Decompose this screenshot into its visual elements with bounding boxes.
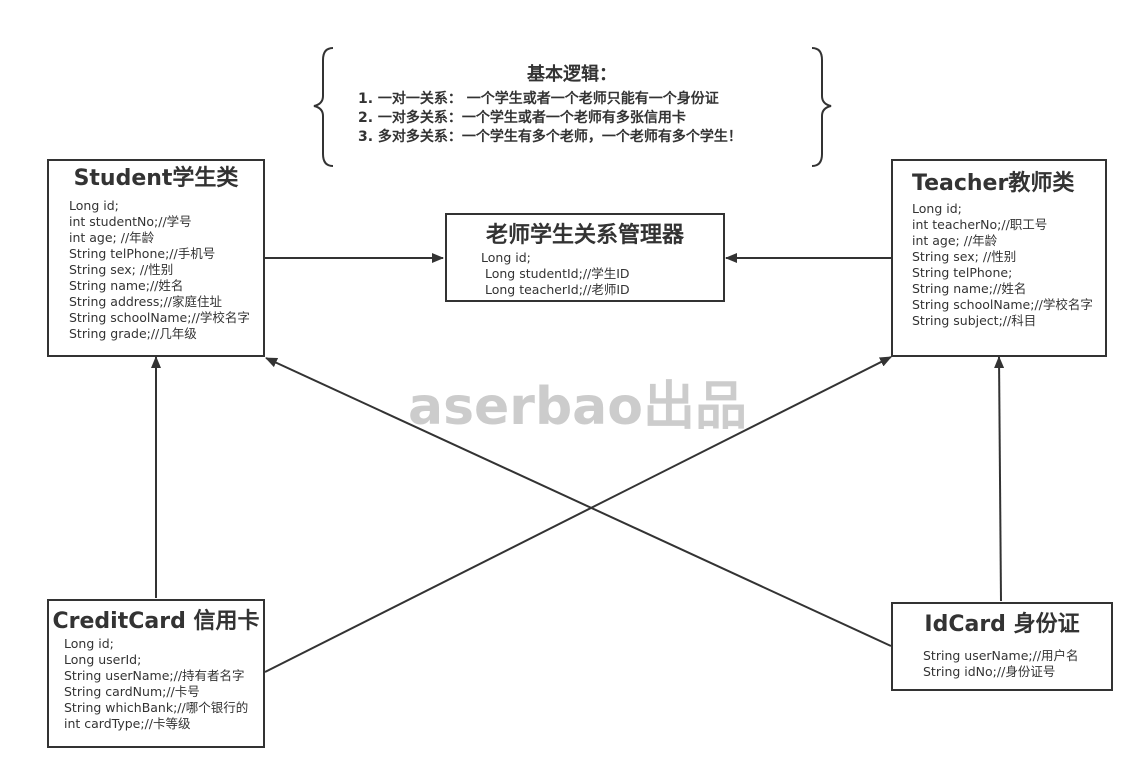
teacher-class-title: Teacher教师类 (912, 171, 1075, 196)
idcard-class-title: IdCard 身份证 (924, 612, 1080, 637)
logic-items: 1. 一对一关系： 一个学生或者一个老师只能有一个身份证 2. 一对多关系：一个学… (358, 90, 742, 147)
student-class-title: Student学生类 (73, 166, 239, 191)
student-class-fields: Long id; int studentNo;//学号 int age; //年… (69, 198, 250, 341)
creditcard-class-box[interactable]: CreditCard 信用卡 Long id; Long userId; Str… (47, 599, 265, 748)
logic-note: 基本逻辑： 1. 一对一关系： 一个学生或者一个老师只能有一个身份证 2. 一对多… (322, 48, 822, 168)
manager-class-title: 老师学生关系管理器 (485, 223, 684, 248)
right-brace (811, 47, 832, 167)
logic-item: 3. 多对多关系：一个学生有多个老师，一个老师有多个学生！ (358, 129, 742, 145)
watermark: aserbao出品 (408, 377, 747, 437)
idcard-class-fields: String userName;//用户名 String idNo;//身份证号 (923, 648, 1079, 679)
left-brace (313, 47, 334, 167)
teacher-class-fields: Long id; int teacherNo;//职工号 int age; //… (912, 201, 1093, 328)
creditcard-class-fields: Long id; Long userId; String userName;//… (64, 636, 249, 731)
arrow-idcard-to-student (265, 357, 892, 647)
creditcard-class-title: CreditCard 信用卡 (52, 609, 260, 634)
logic-item: 1. 一对一关系： 一个学生或者一个老师只能有一个身份证 (358, 91, 719, 107)
idcard-class-box[interactable]: IdCard 身份证 String userName;//用户名 String … (891, 602, 1113, 691)
student-class-box[interactable]: Student学生类 Long id; int studentNo;//学号 i… (47, 159, 265, 357)
arrow-idcard-to-teacher (994, 356, 1005, 602)
manager-class-fields: Long id; Long studentId;//学生ID Long teac… (481, 250, 630, 297)
manager-class-box[interactable]: 老师学生关系管理器 Long id; Long studentId;//学生ID… (445, 213, 725, 302)
logic-item: 2. 一对多关系：一个学生或者一个老师有多张信用卡 (358, 110, 686, 126)
logic-heading: 基本逻辑： (527, 64, 617, 85)
teacher-class-box[interactable]: Teacher教师类 Long id; int teacherNo;//职工号 … (891, 159, 1107, 357)
arrow-creditcard-to-teacher (264, 356, 892, 673)
